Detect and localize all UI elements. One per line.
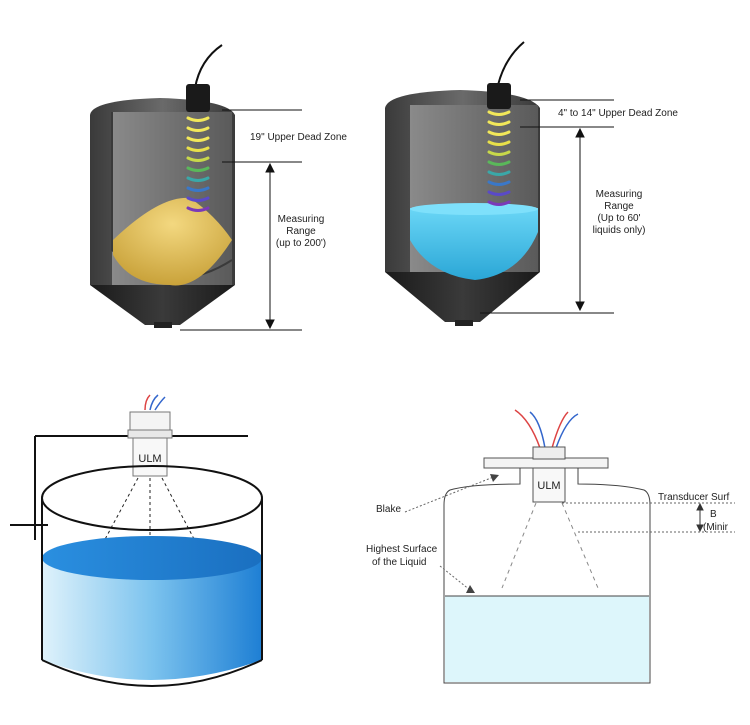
solid-material <box>113 197 232 286</box>
leader-arrow <box>466 585 475 593</box>
closed-tank-panel: ULM Blake Highest Surface of the Liquid … <box>366 409 735 684</box>
range-label-line4: liquids only) <box>593 225 646 236</box>
probe-band <box>186 116 210 122</box>
probe-band <box>487 170 511 176</box>
range-label-line2: Range <box>286 226 316 237</box>
surface-label-line2: of the Liquid <box>372 557 427 568</box>
probe-band <box>487 150 511 156</box>
dimension-lines <box>180 109 302 331</box>
probe-band <box>186 146 210 152</box>
probe-band <box>487 200 511 206</box>
probe-signal-bands <box>487 110 511 206</box>
probe-band <box>487 140 511 146</box>
probe-band <box>186 136 210 142</box>
transducer-label: Transducer Surf <box>658 492 730 503</box>
sensor-icon <box>487 83 511 109</box>
dead-zone-label: 19" Upper Dead Zone <box>250 132 347 143</box>
leader-lines <box>404 475 735 591</box>
dead-zone-label: 4" to 14" Upper Dead Zone <box>558 108 678 119</box>
liquid-silo-panel: 4" to 14" Upper Dead Zone Measuring Rang… <box>385 41 678 326</box>
probe-band <box>186 176 210 182</box>
tank-liquid <box>445 596 649 682</box>
ulm-sensor: ULM <box>127 411 173 477</box>
probe-band <box>186 196 210 202</box>
sensor-cable <box>514 409 579 449</box>
probe-band <box>186 186 210 192</box>
probe-band <box>487 130 511 136</box>
blank-zone-dimension <box>696 502 704 533</box>
dimension-lines <box>480 99 614 314</box>
leader-arrow <box>490 474 499 482</box>
sensor-label: ULM <box>537 480 560 492</box>
range-label-line1: Measuring <box>278 214 325 225</box>
probe-band <box>487 120 511 126</box>
open-tank-panel: ULM <box>10 394 263 687</box>
blake-label: Blake <box>376 504 401 515</box>
range-label-line2: Range <box>604 201 634 212</box>
beam-lines <box>501 502 599 589</box>
range-label-line3: (up to 200') <box>276 238 326 249</box>
solids-silo-panel: 19" Upper Dead Zone Measuring Range (up … <box>90 44 347 331</box>
tank-water <box>42 536 262 680</box>
sensor-cable <box>497 41 525 86</box>
probe-band <box>487 110 511 116</box>
probe-band <box>487 190 511 196</box>
mounting-flange <box>483 446 609 469</box>
probe-band <box>487 180 511 186</box>
liquid-surface <box>410 208 538 280</box>
probe-band <box>186 166 210 172</box>
sensor-cable <box>194 44 223 89</box>
sensor-label: ULM <box>138 453 161 465</box>
blank-zone-label: B <box>710 509 717 520</box>
surface-label-line1: Highest Surface <box>366 544 438 555</box>
tank-outline <box>443 468 651 684</box>
probe-signal-bands <box>186 116 210 212</box>
probe-band <box>487 160 511 166</box>
probe-band <box>186 156 210 162</box>
sensor-icon <box>186 84 210 112</box>
range-label-line1: Measuring <box>596 189 643 200</box>
probe-band <box>186 126 210 132</box>
sensor-cable <box>144 394 166 411</box>
ulm-sensor: ULM <box>532 467 566 503</box>
blank-zone-sublabel: (Minir <box>703 522 729 533</box>
range-label-line3: (Up to 60' <box>597 213 640 224</box>
tank-outline <box>41 465 263 687</box>
probe-band <box>186 206 210 212</box>
